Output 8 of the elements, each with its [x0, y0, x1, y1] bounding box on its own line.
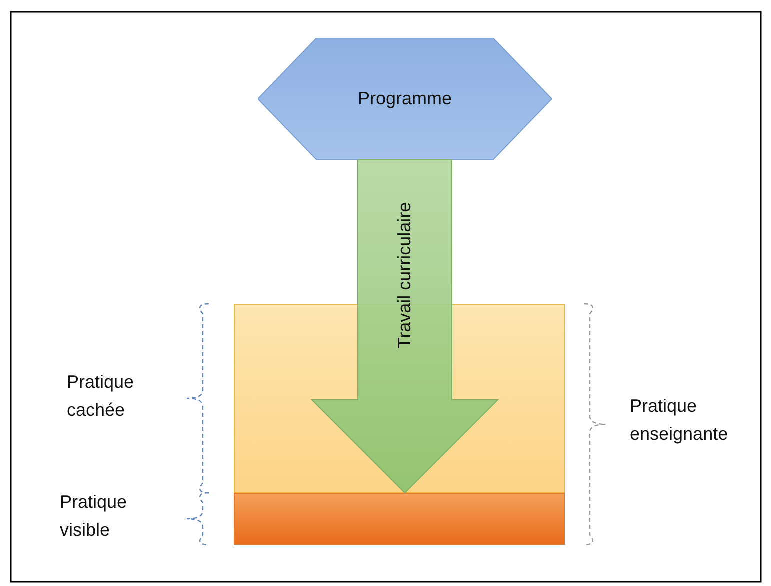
- rectangle-node: [234, 493, 565, 545]
- bracket-label: Pratique enseignante: [630, 395, 730, 446]
- node-label: Programme: [358, 88, 452, 110]
- edge-label: Travail curriculaire: [394, 202, 416, 348]
- block-arrow: [310, 160, 500, 494]
- bracket-label: Pratique visible: [60, 491, 128, 542]
- hexagon-node: [258, 38, 552, 160]
- bracket-label: Pratique cachée: [67, 371, 136, 422]
